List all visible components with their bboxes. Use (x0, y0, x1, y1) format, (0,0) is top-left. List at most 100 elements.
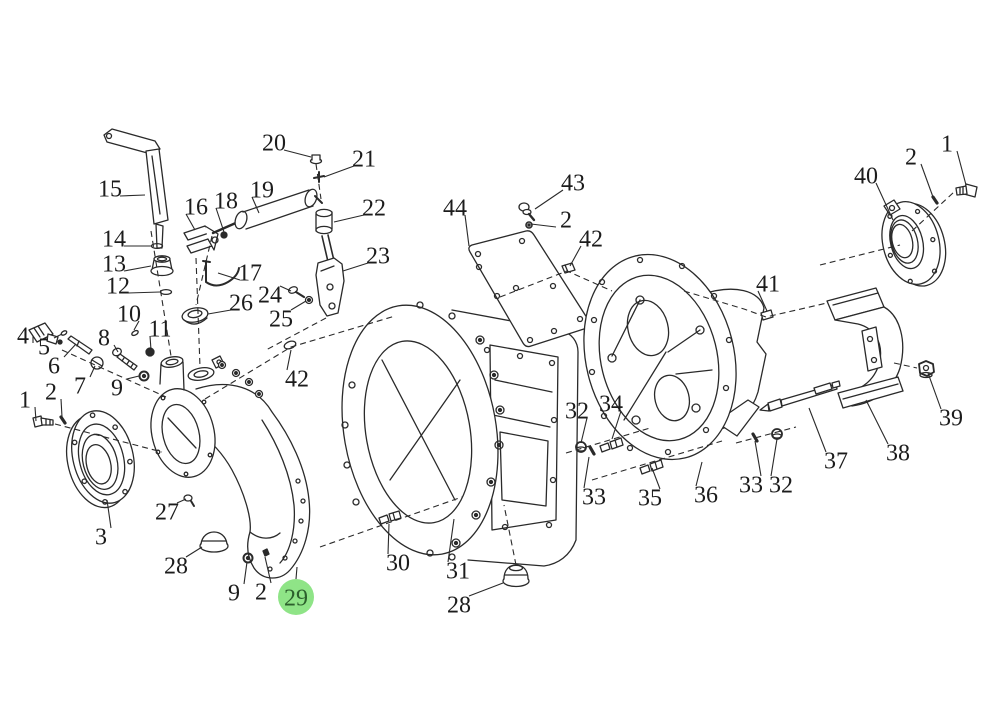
axis-cover (54, 423, 163, 453)
callout-5: 5 (38, 333, 63, 361)
callout-label: 22 (362, 196, 386, 222)
callout-label: 25 (269, 307, 293, 333)
part-2-washer-right (931, 195, 939, 205)
axis-bracket (683, 290, 828, 318)
highlight-circle (278, 579, 314, 615)
leader-line (127, 291, 161, 294)
axis-stud-30 (319, 496, 463, 548)
callout-38: 38 (865, 399, 910, 467)
callout-label: 21 (352, 147, 376, 173)
callout-label: 32 (565, 399, 589, 425)
part-28-cap-left (199, 531, 229, 553)
callout-2: 2 (905, 145, 934, 198)
part-24-bolt (287, 286, 306, 299)
callout-label: 7 (74, 374, 86, 400)
callout-label: 9 (228, 581, 240, 607)
leader-line (464, 214, 470, 247)
callout-label: 40 (854, 164, 878, 190)
callout-1: 1 (19, 388, 37, 422)
leader-line (927, 372, 942, 410)
callout-label: 2 (45, 380, 57, 406)
leader-line (770, 438, 778, 477)
callout-33: 33 (739, 440, 763, 499)
callout-40: 40 (854, 164, 894, 221)
leader-line (757, 290, 768, 312)
part-1-bolt-right (955, 183, 978, 198)
callout-label: 27 (155, 500, 179, 526)
callout-label: 2 (560, 208, 572, 234)
callout-label: 24 (258, 283, 282, 309)
axis-lever (150, 230, 172, 357)
part-8-bolt (112, 347, 138, 371)
leader-line (251, 196, 260, 214)
axis-stud-34 (565, 427, 651, 454)
part-2-washer-left (59, 415, 67, 425)
axis-nut-39 (893, 362, 918, 369)
axis-link-top (315, 163, 322, 200)
leader-line (569, 245, 582, 267)
leader-line (611, 410, 622, 440)
leader-line (808, 407, 827, 453)
leader-line (290, 300, 307, 311)
callout-35: 35 (638, 467, 662, 512)
callout-8: 8 (98, 326, 119, 353)
callout-6: 6 (48, 343, 77, 380)
leader-line (133, 320, 140, 331)
callout-label: 42 (285, 367, 309, 393)
callout-label: 17 (238, 261, 262, 287)
callout-15: 15 (98, 177, 146, 203)
callout-label: 35 (638, 486, 662, 512)
leader-line (149, 335, 152, 351)
callout-33: 33 (582, 456, 606, 511)
leader-line (53, 333, 63, 339)
callout-2: 2 (255, 556, 272, 606)
callout-label: 4 (17, 324, 29, 350)
leader-line (580, 417, 588, 444)
leader-line (387, 523, 390, 555)
axis-housing-upper (204, 315, 396, 400)
callout-label: 43 (561, 171, 585, 197)
leader-line (323, 165, 355, 178)
leader-line (106, 499, 112, 529)
part-32-nut-left (575, 441, 587, 453)
leader-line (119, 194, 146, 197)
part-33-washer-right (751, 432, 759, 443)
callout-label: 14 (102, 227, 126, 253)
leader-line (217, 272, 241, 281)
callout-label: 2 (905, 145, 917, 171)
part-2-washer-plate (525, 221, 533, 229)
axis-link-bottom (265, 317, 327, 351)
part-43-bolt (518, 202, 536, 222)
callout-22: 22 (333, 196, 386, 223)
callout-12: 12 (106, 274, 161, 300)
part-38-bracket (826, 287, 904, 409)
callout-label: 33 (739, 473, 763, 499)
leader-line (695, 461, 703, 487)
callout-label: 12 (106, 274, 130, 300)
part-5-pin (60, 330, 68, 336)
callout-label: 19 (250, 178, 274, 204)
callout-18: 18 (214, 189, 238, 233)
callout-7: 7 (74, 365, 96, 400)
leader-line (342, 262, 369, 272)
callout-43: 43 (534, 171, 585, 210)
leader-line (243, 561, 248, 585)
leader-line (651, 467, 661, 490)
callout-label: 28 (447, 593, 471, 619)
leader-line (185, 213, 196, 231)
callout-label: 15 (98, 177, 122, 203)
part-17-hook (202, 260, 240, 287)
part-28-cap-bottom (502, 564, 530, 588)
callout-label: 2 (255, 580, 267, 606)
part-11-ball (145, 347, 155, 357)
callout-label: 29 (284, 586, 308, 612)
callout-label: 39 (939, 406, 963, 432)
callout-4: 4 (17, 324, 34, 350)
callout-39: 39 (927, 372, 963, 432)
callout-label: 8 (98, 326, 110, 352)
axis-plug-right (499, 270, 613, 298)
leader-line (185, 546, 203, 558)
callout-32: 32 (769, 438, 793, 499)
axis-flange-40 (819, 244, 901, 266)
